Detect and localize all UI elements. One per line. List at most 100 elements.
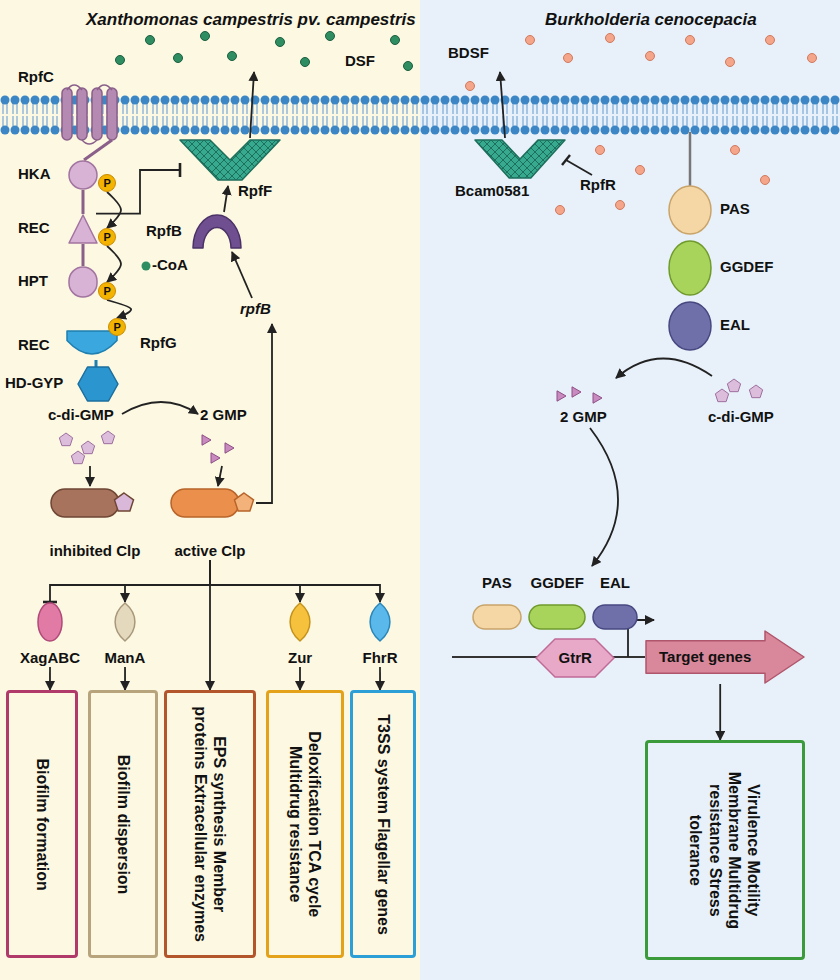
lipid-bilayer — [293, 104, 297, 126]
lipid-bilayer — [721, 96, 730, 105]
lipid-bilayer — [233, 104, 237, 126]
target-regulator-shape — [288, 602, 312, 642]
function-text: EPS synthesis Member proteins Extracellu… — [191, 703, 229, 945]
function-text: Virulence Motility Membrane Multidrug re… — [687, 755, 764, 945]
lipid-bilayer — [613, 104, 617, 126]
lipid-bilayer — [41, 96, 50, 105]
lipid-bilayer — [131, 96, 140, 105]
lipid-bilayer — [121, 126, 130, 135]
function-box: Biofilm formation — [6, 690, 78, 958]
lipid-bilayer — [631, 126, 640, 135]
ggdef-domain-shape — [529, 605, 585, 629]
pathway-arrows — [122, 402, 198, 414]
domain-linkers — [82, 244, 85, 266]
lipid-bilayer — [763, 104, 767, 126]
signal-molecules — [526, 36, 535, 45]
node-label: PAS — [720, 200, 750, 218]
lipid-bilayer — [513, 104, 517, 126]
signal-molecules — [564, 54, 573, 63]
pas-domain-shape — [473, 605, 521, 629]
lipid-bilayer — [833, 104, 837, 126]
kinase-domain-shape — [68, 160, 98, 190]
lipid-bilayer — [573, 104, 577, 126]
inhibition-line — [566, 160, 592, 175]
lipid-bilayer — [141, 126, 150, 135]
regulator-protein-shape — [234, 493, 253, 511]
lipid-bilayer — [793, 104, 797, 126]
regulator-protein-shape — [114, 493, 133, 511]
lipid-bilayer — [543, 104, 547, 126]
target-regulator: FhrR — [350, 602, 410, 667]
lipid-bilayer — [441, 96, 450, 105]
lipid-bilayer — [121, 96, 130, 105]
lipid-bilayer — [611, 96, 620, 105]
signal-molecules — [686, 36, 695, 45]
phosphate-circle: P — [98, 228, 116, 246]
kinase-domain: HKA — [18, 158, 98, 192]
receiver-domain: REC — [18, 212, 96, 246]
regulator-protein: inhibited Clp — [40, 488, 150, 560]
phosphate-circle: P — [98, 282, 116, 300]
lipid-bilayer — [321, 96, 330, 105]
lipid-bilayer — [633, 104, 637, 126]
inhibition-bar — [179, 163, 182, 177]
pathway-arrows — [224, 186, 228, 212]
lipid-bilayer — [541, 96, 550, 105]
node-label: GtrR — [559, 649, 592, 667]
target-regulator: XagABC — [15, 602, 85, 667]
activation-arrow — [379, 667, 381, 690]
nucleotide-symbols — [749, 385, 762, 398]
lipid-bilayer — [751, 126, 760, 135]
lipid-bilayer — [53, 104, 57, 126]
panel-title: Burkholderia cenocepacia — [545, 10, 757, 30]
regulator-protein-shape — [51, 489, 119, 517]
receptor-stalk — [690, 132, 691, 186]
lipid-bilayer — [13, 104, 17, 126]
lipid-bilayer — [351, 126, 360, 135]
lipid-bilayer — [453, 104, 457, 126]
lipid-bilayer — [353, 104, 357, 126]
lipid-bilayer — [411, 126, 420, 135]
lipid-bilayer — [393, 104, 397, 126]
function-text: T3SS system Flagellar genes — [373, 703, 392, 945]
node-label: REC — [18, 336, 50, 354]
lipid-bilayer — [311, 126, 320, 135]
lipid-bilayer — [451, 126, 460, 135]
lipid-bilayer — [281, 126, 290, 135]
pas-domain: PAS — [668, 185, 768, 235]
ligase-enzyme-shape — [193, 215, 241, 248]
lipid-bilayer — [801, 126, 810, 135]
lipid-bilayer — [641, 126, 650, 135]
signal-name: DSF — [345, 52, 375, 70]
synthase-enzyme-shape — [475, 140, 565, 178]
lipid-bilayer — [133, 104, 137, 126]
lipid-bilayer — [243, 104, 247, 126]
lipid-bilayer — [831, 96, 840, 105]
signal-molecules — [326, 32, 335, 41]
lipid-bilayer — [583, 104, 587, 126]
node-label: active Clp — [175, 542, 246, 560]
node-label: P — [104, 177, 111, 190]
pathway-arrows — [590, 428, 618, 566]
lipid-bilayer — [531, 96, 540, 105]
receiver-domain-shape — [67, 331, 117, 354]
nucleotide-symbols — [727, 379, 740, 392]
pas-domain: PAS — [470, 574, 524, 634]
ligase-enzyme-shape — [192, 214, 242, 248]
lipid-bilayer — [601, 96, 610, 105]
nucleotide-symbols — [202, 435, 211, 445]
lipid-bilayer — [581, 96, 590, 105]
node-label: HPT — [18, 272, 48, 290]
lipid-bilayer — [313, 104, 317, 126]
node-label: P — [104, 231, 111, 244]
lipid-bilayer — [711, 126, 720, 135]
lipid-bilayer — [273, 104, 277, 126]
target-regulator-shape — [113, 602, 137, 642]
inhibition-arrow — [96, 170, 180, 214]
pathway-arrows — [500, 72, 505, 138]
synthase-enzyme: RpfF — [180, 140, 284, 202]
synthase-enzyme-shape — [180, 140, 280, 180]
lipid-bilayer — [811, 96, 820, 105]
lipid-bilayer — [171, 126, 180, 135]
